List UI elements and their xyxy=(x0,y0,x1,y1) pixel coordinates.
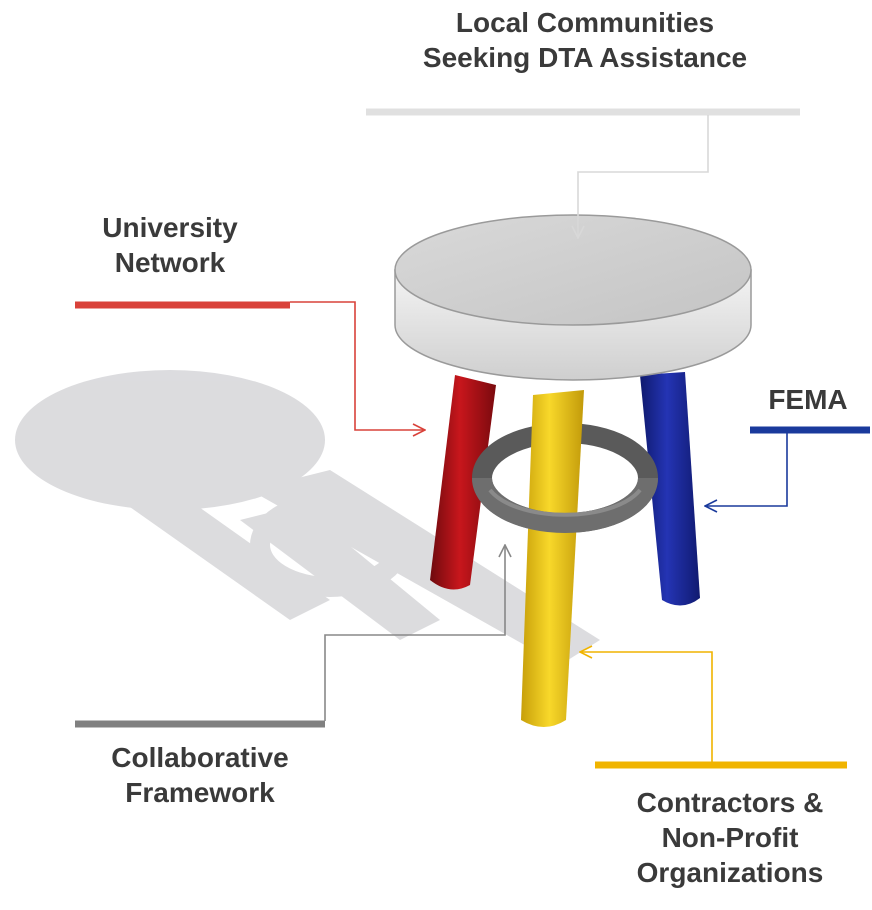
blue-leg xyxy=(640,372,700,606)
fema-connector xyxy=(705,426,870,506)
collaborative-framework-label: Collaborative Framework xyxy=(55,740,345,810)
contractors-connector xyxy=(580,652,847,769)
university-network-label: University Network xyxy=(55,210,285,280)
contractors-line-1: Contractors & xyxy=(636,787,824,818)
university-network-connector xyxy=(75,301,425,430)
yellow-leg xyxy=(521,390,584,727)
university-network-line-1: University xyxy=(102,212,238,243)
collaborative-framework-connector xyxy=(75,545,505,728)
stool-shadow xyxy=(15,370,600,665)
fema-label: FEMA xyxy=(748,382,868,417)
local-communities-line-1: Local Communities xyxy=(455,7,715,38)
contractors-line-3: Organizations xyxy=(636,857,824,888)
red-leg xyxy=(430,375,496,590)
local-communities-line-2: Seeking DTA Assistance xyxy=(422,42,748,73)
local-communities-connector xyxy=(366,108,800,238)
university-network-line-2: Network xyxy=(114,247,226,278)
collaborative-framework-line-2: Framework xyxy=(125,777,275,808)
collaborative-framework-line-1: Collaborative xyxy=(111,742,289,773)
fema-line-1: FEMA xyxy=(768,384,848,415)
contractors-label: Contractors & Non-Profit Organizations xyxy=(580,785,872,890)
stool-ring-front xyxy=(472,477,658,534)
local-communities-label: Local Communities Seeking DTA Assistance xyxy=(366,5,804,75)
contractors-line-2: Non-Profit xyxy=(661,822,799,853)
stool-seat xyxy=(394,214,752,381)
